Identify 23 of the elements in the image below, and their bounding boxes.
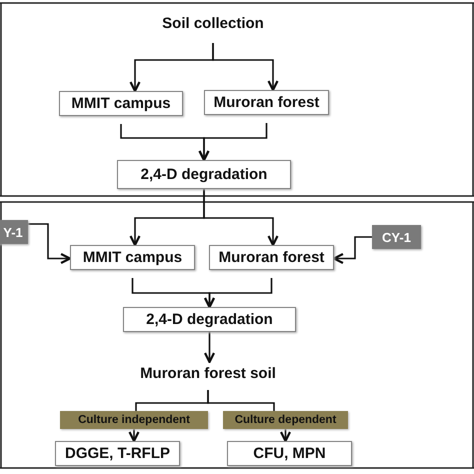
arrow — [212, 43, 279, 92]
process-box: 2,4-D degradation — [123, 307, 296, 332]
category-label-box: Culture dependent — [223, 411, 348, 429]
arrow — [128, 429, 140, 442]
strain-box: CY-1 — [372, 225, 421, 249]
arrow — [332, 236, 372, 264]
arrow — [204, 278, 272, 308]
process-box: Muroran forest — [204, 90, 329, 115]
process-box: Muroran forest — [209, 245, 334, 270]
arrow — [28, 223, 72, 264]
step-label: Soil collection — [162, 14, 264, 32]
strain-box: Y-1 — [0, 220, 28, 244]
result-box: DGGE, T-RFLP — [55, 441, 180, 466]
arrow — [203, 189, 279, 246]
result-box: CFU, MPN — [227, 441, 352, 466]
arrow — [204, 332, 216, 364]
category-label-box: Culture independent — [60, 411, 208, 429]
process-box: MMIT campus — [70, 245, 195, 270]
step-label: Muroran forest soil — [140, 364, 276, 382]
arrow — [280, 429, 292, 442]
arrow — [198, 123, 268, 162]
process-box: MMIT campus — [59, 91, 183, 116]
process-box: 2,4-D degradation — [117, 160, 291, 189]
